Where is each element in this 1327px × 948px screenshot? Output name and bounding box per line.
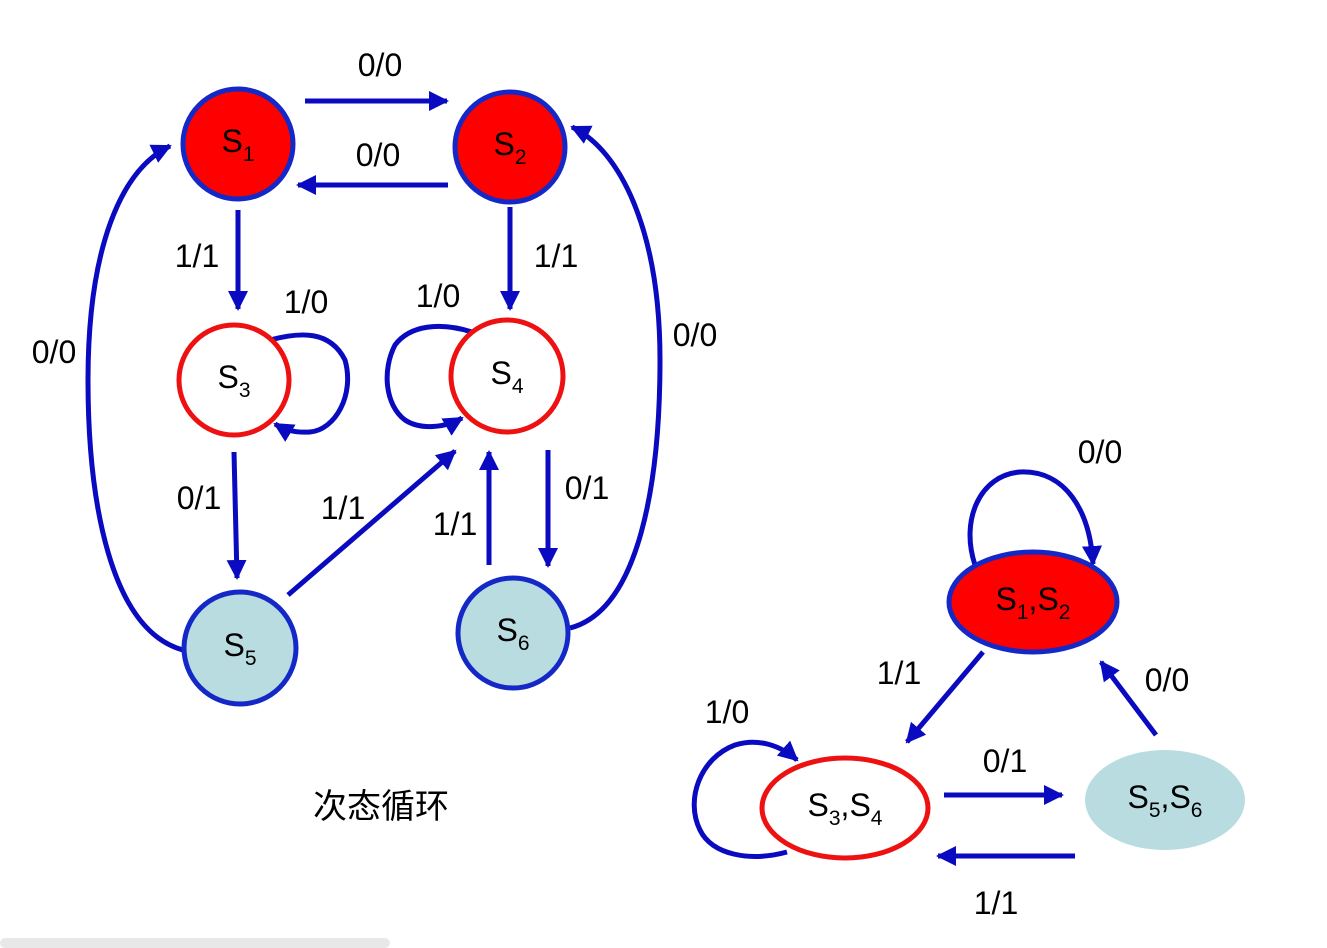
label-s1-s2: 0/0	[358, 47, 402, 83]
label-s2-s1: 0/0	[356, 137, 400, 173]
edge-s5-s1	[85, 143, 184, 653]
edge-s3-self	[269, 332, 351, 442]
state-s3: S3	[176, 322, 292, 438]
label-s56-s12: 0/0	[1145, 662, 1189, 698]
label-s34-self: 1/0	[705, 694, 749, 730]
label-s12-s34: 1/1	[877, 655, 921, 691]
state-s5: S5	[181, 589, 299, 707]
edge-s3-s5	[226, 451, 247, 580]
state-s2: S2	[452, 89, 568, 205]
state-s3-s4: S3,S4	[759, 755, 931, 861]
svg-text:S4: S4	[490, 355, 523, 398]
svg-text:S6: S6	[496, 612, 529, 655]
edge-s34-self	[691, 739, 799, 859]
edge-s56-s12	[1099, 660, 1158, 737]
svg-text:S3,S4: S3,S4	[808, 787, 883, 830]
label-s4-s6: 0/1	[565, 470, 609, 506]
label-s3-self: 1/0	[284, 284, 328, 320]
label-s12-self: 0/0	[1078, 434, 1122, 470]
svg-text:S1,S2: S1,S2	[996, 581, 1071, 624]
svg-text:S3: S3	[217, 359, 250, 402]
label-s34-s56: 0/1	[983, 743, 1027, 779]
state-s1: S1	[180, 86, 296, 202]
state-s4: S4	[448, 317, 566, 435]
edge-s4-self	[384, 323, 473, 436]
label-s3-s5: 0/1	[177, 480, 221, 516]
svg-text:S5,S6: S5,S6	[1128, 779, 1203, 822]
bottom-scroll-bar	[0, 938, 390, 948]
label-s56-s34: 1/1	[974, 885, 1018, 921]
edge-s12-self	[967, 469, 1102, 566]
edge-s5-s4	[286, 449, 457, 597]
label-s6-s2: 0/0	[673, 317, 717, 353]
svg-text:S2: S2	[493, 126, 526, 169]
state-s6: S6	[455, 575, 571, 691]
state-s5-s6: S5,S6	[1085, 750, 1245, 850]
label-s6-s4: 1/1	[433, 506, 477, 542]
label-s4-self: 1/0	[416, 278, 460, 314]
label-s5-s1: 0/0	[32, 334, 76, 370]
label-s2-s4: 1/1	[534, 238, 578, 274]
caption: 次态循环	[313, 787, 449, 827]
label-s5-s4: 1/1	[321, 490, 365, 526]
state-s1-s2: S1,S2	[946, 549, 1120, 655]
svg-text:S1: S1	[221, 123, 254, 166]
edge-s6-s2	[569, 124, 663, 631]
svg-text:S5: S5	[223, 627, 256, 670]
edge-s12-s34	[905, 650, 985, 744]
label-s1-s3: 1/1	[175, 238, 219, 274]
